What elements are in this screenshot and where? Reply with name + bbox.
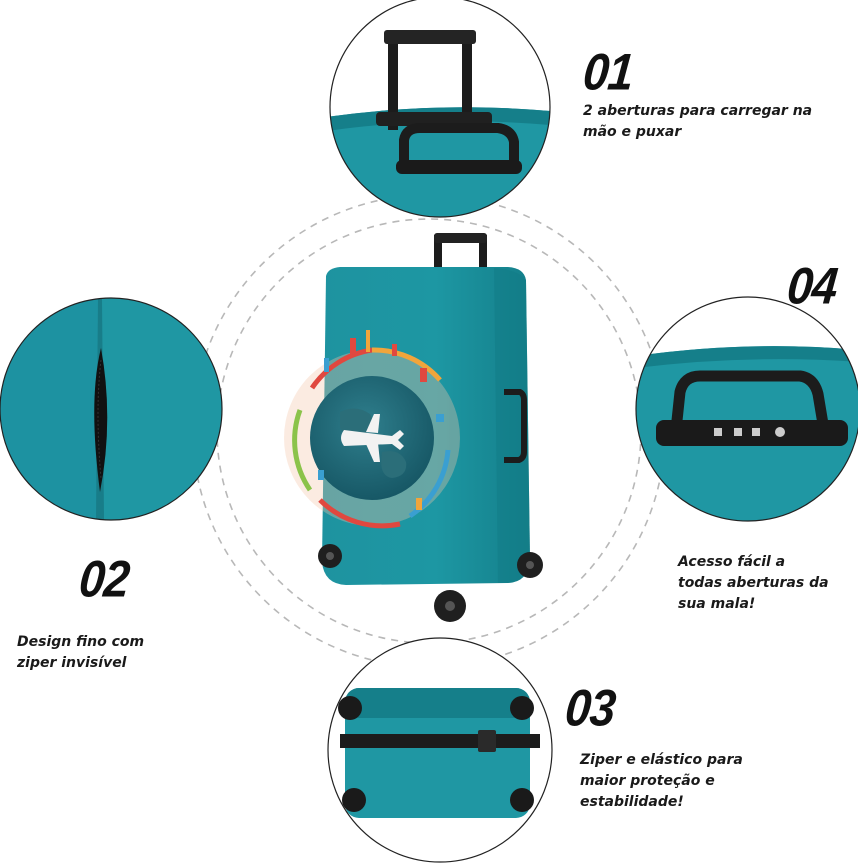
- feature-text-02: Design fino com ziper invisível: [17, 632, 144, 674]
- feature-text-line: Acesso fácil a: [678, 554, 786, 570]
- feature-number-01: 01: [580, 42, 636, 101]
- feature-number-02: 02: [76, 549, 132, 608]
- airplane-icon: [341, 414, 404, 462]
- feature-text-line: Ziper e elástico para: [580, 752, 743, 768]
- suitcase-main: [284, 233, 543, 622]
- feature-text-04: Acesso fácil a todas aberturas da sua ma…: [678, 552, 829, 615]
- feature-text-line: ziper invisível: [17, 655, 127, 671]
- feature-text-line: mão e puxar: [583, 124, 682, 140]
- feature-text-line: sua mala!: [678, 596, 756, 612]
- feature-text-line: todas aberturas da: [678, 575, 829, 591]
- detail-circle-01: [329, 0, 551, 218]
- feature-text-line: Design fino com: [17, 634, 145, 650]
- feature-text-03: Ziper e elástico para maior proteção e e…: [580, 750, 743, 813]
- detail-circle-03: [327, 637, 553, 863]
- feature-text-01: 2 aberturas para carregar na mão e puxar: [583, 101, 812, 143]
- feature-number-03: 03: [562, 678, 618, 737]
- feature-text-line: 2 aberturas para carregar na: [583, 103, 813, 119]
- detail-circle-02: [0, 297, 223, 521]
- feature-number-04: 04: [784, 256, 840, 315]
- feature-text-line: estabilidade!: [580, 794, 684, 810]
- feature-text-line: maior proteção e: [580, 773, 715, 789]
- detail-circle-04: [635, 296, 858, 522]
